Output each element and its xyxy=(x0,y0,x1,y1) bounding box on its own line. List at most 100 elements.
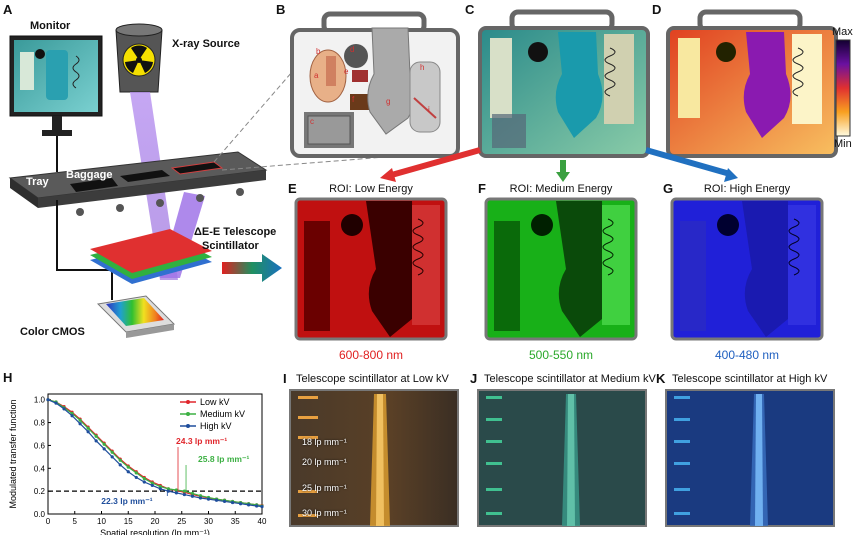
series-point xyxy=(54,401,58,405)
res-high-title: Telescope scintillator at High kV xyxy=(672,373,828,385)
panel-letter-f: F xyxy=(478,181,486,196)
tray-label: Tray xyxy=(26,176,49,188)
annotation-label-0: 24.3 lp mm⁻¹ xyxy=(176,436,227,446)
spectral-arrow xyxy=(222,254,282,282)
svg-text:h: h xyxy=(420,63,424,72)
annotation-label-1: 25.8 lp mm⁻¹ xyxy=(198,454,249,464)
scintillator-label-line1: ΔE-E Telescope xyxy=(194,226,277,238)
svg-text:b: b xyxy=(316,47,321,56)
panel-letter-c: C xyxy=(465,2,475,17)
system-schematic xyxy=(8,23,449,338)
roi-high-image xyxy=(670,197,824,341)
series-point xyxy=(198,494,203,498)
roi-high-title: ROI: High Energy xyxy=(703,183,791,195)
series-point xyxy=(78,418,82,422)
legend-label: Low kV xyxy=(200,397,230,407)
series-point xyxy=(126,470,130,474)
svg-text:a: a xyxy=(314,71,319,80)
x-tick-label: 15 xyxy=(124,517,133,526)
svg-text:i: i xyxy=(428,105,430,114)
panel-letter-d: D xyxy=(652,2,662,17)
series-point xyxy=(190,494,195,498)
series-point xyxy=(174,488,178,492)
x-tick-label: 35 xyxy=(231,517,240,526)
series-point xyxy=(150,483,154,488)
res-medium-title: Telescope scintillator at Medium kV xyxy=(484,373,656,385)
y-tick-label: 1.0 xyxy=(34,396,46,405)
x-tick-label: 0 xyxy=(46,517,51,526)
series-point xyxy=(206,497,211,501)
series-point xyxy=(94,434,98,438)
series-point xyxy=(134,471,138,475)
series-point xyxy=(110,450,114,454)
roi-arrows xyxy=(380,147,738,182)
color-cmos-label: Color CMOS xyxy=(20,326,85,338)
lp-label-30: 30 lp mm⁻¹ xyxy=(302,508,347,518)
roi-low-range: 600-800 nm xyxy=(338,348,404,362)
series-point xyxy=(102,447,106,451)
svg-text:g: g xyxy=(386,97,390,106)
series-point xyxy=(222,499,227,504)
series-point xyxy=(166,487,170,491)
series-point xyxy=(110,455,114,459)
series-point xyxy=(126,465,130,469)
y-tick-label: 0.2 xyxy=(34,487,46,496)
series-point xyxy=(255,504,259,508)
y-tick-label: 0.8 xyxy=(34,419,46,428)
series-line-2 xyxy=(47,399,263,508)
monitor-label: Monitor xyxy=(30,20,71,32)
series-point xyxy=(86,430,90,434)
y-axis-label: Modulated transfer function xyxy=(8,399,18,508)
panel-letter-e: E xyxy=(288,181,297,196)
svg-text:c: c xyxy=(310,117,314,126)
panel-letter-j: J xyxy=(470,371,478,386)
series-point xyxy=(94,439,98,443)
roi-medium-title: ROI: Medium Energy xyxy=(509,183,613,195)
series-point xyxy=(182,492,187,497)
series-point xyxy=(86,426,90,430)
x-axis-label: Spatial resolution (lp mm⁻¹) xyxy=(100,528,210,535)
series-point xyxy=(142,480,146,484)
roi-medium-image xyxy=(484,197,638,341)
res-low-title: Telescope scintillator at Low kV xyxy=(296,373,449,385)
series-point xyxy=(70,411,74,416)
svg-text:f: f xyxy=(352,95,355,104)
baggage-drawing: b a d e f g h i c xyxy=(290,11,460,158)
series-point xyxy=(198,496,203,500)
panel-letter-i: I xyxy=(283,371,287,386)
x-tick-label: 10 xyxy=(97,517,106,526)
series-point xyxy=(118,458,122,462)
panel-letter-b: B xyxy=(276,2,286,17)
x-tick-label: 40 xyxy=(258,517,267,526)
svg-text:d: d xyxy=(350,45,354,54)
series-point xyxy=(70,414,74,418)
legend-label: High kV xyxy=(200,421,232,431)
roi-high-range: 400-480 nm xyxy=(714,348,780,362)
x-tick-label: 30 xyxy=(204,517,213,526)
colorbar xyxy=(835,39,851,137)
series-point xyxy=(62,407,66,411)
series-point xyxy=(182,489,187,493)
series-point xyxy=(118,463,122,467)
false-color-image xyxy=(666,9,838,158)
series-point xyxy=(158,487,162,491)
res-high-image xyxy=(665,389,835,527)
baggage-label: Baggage xyxy=(66,169,113,181)
lp-label-18: 18 lp mm⁻¹ xyxy=(302,437,347,447)
scintillator-label-line2: Scintillator xyxy=(202,240,259,252)
x-tick-label: 25 xyxy=(177,517,186,526)
series-point xyxy=(158,484,162,489)
panel-letter-g: G xyxy=(663,181,674,196)
series-point xyxy=(260,504,264,509)
x-tick-label: 5 xyxy=(73,517,78,526)
series-point xyxy=(190,491,195,496)
res-low-image xyxy=(289,389,459,527)
series-line-1 xyxy=(47,399,263,507)
lp-label-25: 25 lp mm⁻¹ xyxy=(302,483,347,493)
svg-text:e: e xyxy=(344,67,349,76)
y-tick-label: 0.6 xyxy=(34,441,46,450)
legend-marker xyxy=(186,424,190,428)
legend-label: Medium kV xyxy=(200,409,245,419)
series-point xyxy=(174,491,178,495)
